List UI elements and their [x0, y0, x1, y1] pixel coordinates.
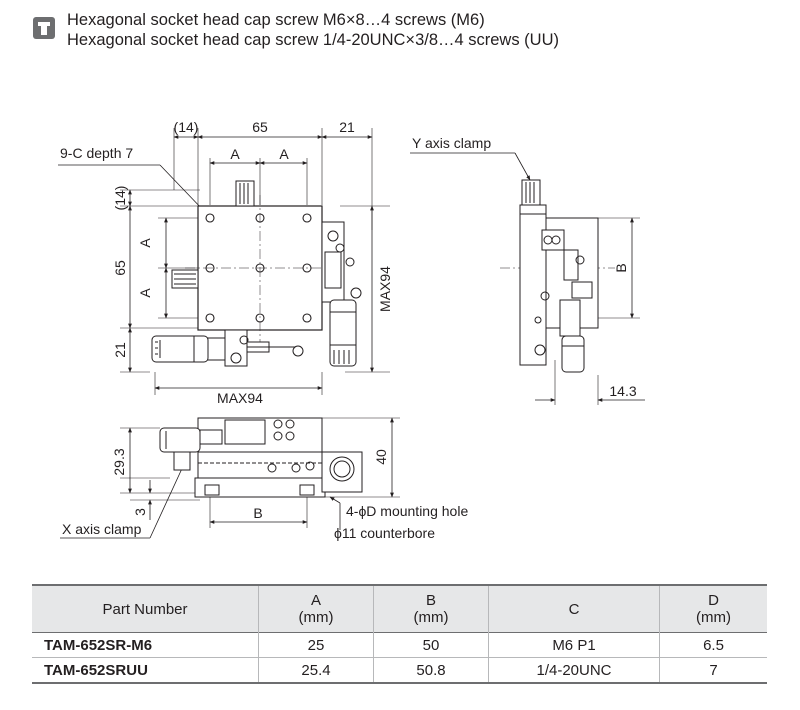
dim-65-left: 65 [112, 260, 128, 276]
front-view [60, 417, 400, 539]
top-view-labels: (14) 65 21 9-C depth 7 A A (14) A A 65 2… [60, 119, 393, 406]
header-part-number: Part Number [32, 585, 259, 633]
spec-table: Part Number A(mm) B(mm) C D(mm) TAM-652S… [32, 584, 767, 684]
mount-hole-label: 4-ϕD mounting hole [346, 503, 468, 519]
table-row: TAM-652SR-M6 25 50 M6 P1 6.5 [32, 632, 767, 658]
dim-14-3: 14.3 [609, 383, 636, 399]
cell-d: 6.5 [659, 632, 767, 658]
cell-b: 50.8 [373, 657, 489, 684]
dim-3: 3 [132, 508, 148, 516]
dim-14-top: (14) [174, 119, 199, 135]
dim-29-3: 29.3 [111, 448, 127, 475]
screw-icon [33, 17, 55, 39]
dim-a-2: A [279, 146, 289, 162]
dim-21-left: 21 [112, 342, 128, 358]
cell-c: 1/4-20UNC [488, 657, 660, 684]
cell-part-number: TAM-652SR-M6 [32, 632, 259, 658]
max94-bottom: MAX94 [217, 390, 263, 406]
y-axis-clamp-label: Y axis clamp [412, 135, 491, 151]
cell-b: 50 [373, 632, 489, 658]
header-d: D(mm) [659, 585, 767, 633]
dim-a-left-1: A [137, 238, 153, 248]
top-view [58, 128, 390, 395]
dim-b-front: B [253, 505, 262, 521]
cell-part-number: TAM-652SRUU [32, 657, 259, 684]
dim-a-left-2: A [137, 288, 153, 298]
cell-c: M6 P1 [488, 632, 660, 658]
header-c: C [488, 585, 660, 633]
dim-21-top: 21 [339, 119, 355, 135]
dim-a-1: A [230, 146, 240, 162]
header-b: B(mm) [373, 585, 489, 633]
hole-depth-label: 9-C depth 7 [60, 145, 133, 161]
cell-a: 25.4 [258, 657, 374, 684]
header-a: A(mm) [258, 585, 374, 633]
table-header-row: Part Number A(mm) B(mm) C D(mm) [32, 585, 767, 633]
side-view-labels: Y axis clamp B 14.3 [412, 135, 637, 399]
screw-note-uu: Hexagonal socket head cap screw 1/4-20UN… [67, 31, 560, 49]
front-view-labels: 29.3 3 40 B 4-ϕD mounting hole ϕ11 count… [62, 448, 468, 541]
max94-right: MAX94 [377, 266, 393, 312]
table-row: TAM-652SRUU 25.4 50.8 1/4-20UNC 7 [32, 657, 767, 684]
cell-d: 7 [659, 657, 767, 684]
x-axis-clamp-label: X axis clamp [62, 521, 142, 537]
dim-65-top: 65 [252, 119, 268, 135]
dim-14-left: (14) [112, 186, 128, 211]
technical-drawing: (14) 65 21 9-C depth 7 A A (14) A A 65 2… [58, 119, 645, 541]
counterbore-label: ϕ11 counterbore [334, 525, 435, 541]
screw-note-m6: Hexagonal socket head cap screw M6×8…4 s… [67, 11, 485, 29]
screw-note: Hexagonal socket head cap screw M6×8…4 s… [67, 10, 559, 50]
dim-40: 40 [373, 449, 389, 465]
side-view [410, 152, 645, 405]
cell-a: 25 [258, 632, 374, 658]
dim-b-side: B [613, 263, 629, 272]
